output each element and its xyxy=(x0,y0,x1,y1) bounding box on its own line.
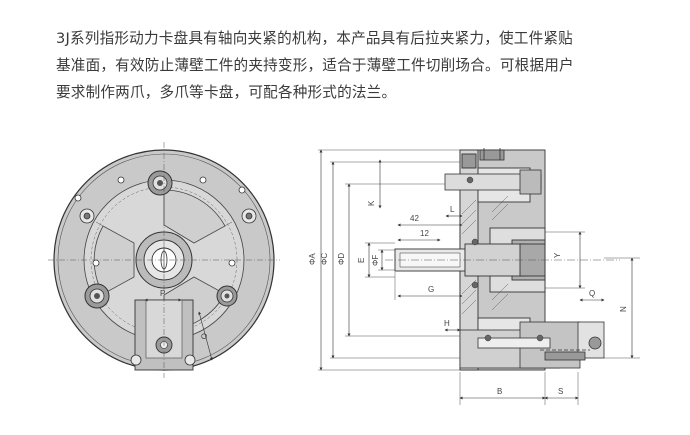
label-phi-D: ΦD xyxy=(337,253,346,265)
label-B: B xyxy=(497,387,502,396)
top-jaw-section xyxy=(444,148,542,195)
label-phi-F: ΦF xyxy=(371,255,380,266)
label-P: P xyxy=(160,289,165,298)
label-Q: Q xyxy=(589,289,595,298)
description-line-2: 基准面，有效防止薄壁工件的夹持变形，适合于薄壁工件切削场合。可根据用户 xyxy=(56,57,574,74)
description-line-3: 要求制作两爪，多爪等卡盘，可配各种形式的法兰。 xyxy=(56,84,397,101)
label-S: S xyxy=(558,387,563,396)
product-description: 3J系列指形动力卡盘具有轴向夹紧的机构，本产品具有后拉夹紧力，使工件紧贴 基准面… xyxy=(56,25,656,106)
bottom-cylinder-block xyxy=(130,299,196,371)
jaw-bolt-top xyxy=(147,170,173,196)
label-O: O xyxy=(199,332,209,340)
label-N: N xyxy=(619,306,628,312)
dimension-O: O xyxy=(198,311,213,361)
dimension-lines xyxy=(319,149,634,400)
label-phi-A: ΦA xyxy=(308,253,317,265)
label-phi-C: ΦC xyxy=(320,253,329,265)
jaw-bolt-left xyxy=(84,283,110,309)
label-G: G xyxy=(428,285,434,294)
cylinder-fitting xyxy=(459,321,605,369)
label-42: 42 xyxy=(410,214,419,223)
small-screws xyxy=(466,176,544,342)
dimension-P: P xyxy=(144,289,182,302)
description-line-1: 3J系列指形动力卡盘具有轴向夹紧的机构，本产品具有后拉夹紧力，使工件紧贴 xyxy=(56,30,573,47)
label-Y: Y xyxy=(553,252,562,258)
dimension-labels: ΦA ΦC ΦD E ΦF K L 42 12 G H Y Q N B S xyxy=(308,200,628,396)
chuck-side-section-view: ΦA ΦC ΦD E ΦF K L 42 12 G H Y Q N B S xyxy=(308,148,640,405)
chuck-front-view: P O xyxy=(48,142,280,378)
label-K: K xyxy=(367,200,376,206)
jaw-bolt-right xyxy=(216,285,238,307)
label-E: E xyxy=(357,258,366,263)
label-H: H xyxy=(444,319,450,328)
front-centerlines xyxy=(48,142,280,378)
label-L: L xyxy=(450,205,455,214)
label-12: 12 xyxy=(420,229,429,238)
